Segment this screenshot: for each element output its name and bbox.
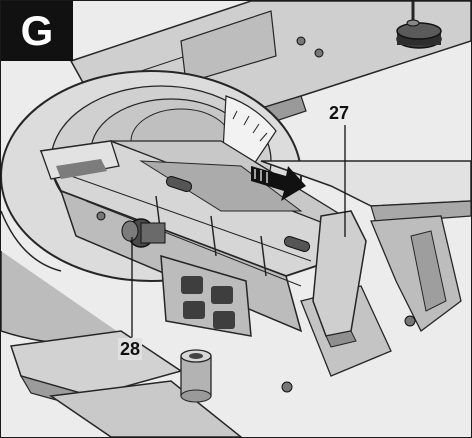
adjustment-knob-top (396, 1, 442, 49)
figure-label-badge: G (1, 1, 73, 61)
slide-direction-arrow (251, 166, 306, 201)
lower-bracket (160, 254, 252, 337)
bolt-post (180, 349, 212, 403)
callout-27: 27 (329, 103, 350, 123)
callout-28: 28 (118, 338, 143, 360)
right-table (260, 160, 471, 393)
locking-knob (121, 218, 166, 248)
